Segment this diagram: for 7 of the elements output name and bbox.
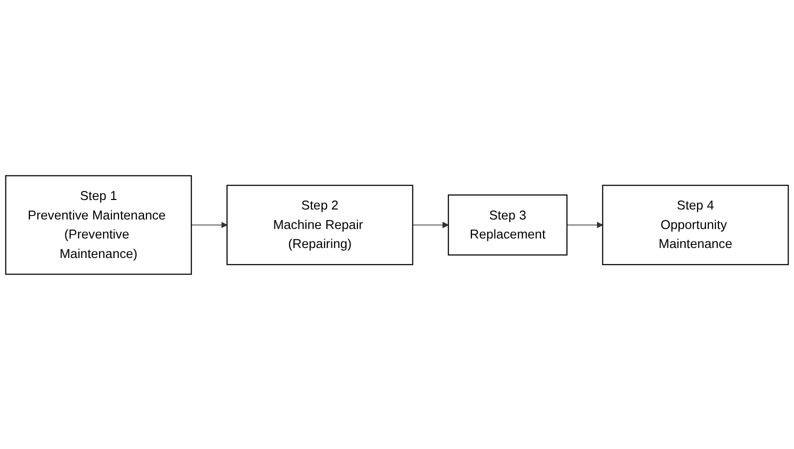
arrow xyxy=(566,221,603,228)
node-box: Step 3 Replacement xyxy=(448,194,568,256)
arrow xyxy=(412,221,449,228)
node-box: Step 4 Opportunity Maintenance xyxy=(602,184,789,265)
arrow xyxy=(191,221,228,228)
node-box: Step 1 Preventive Maintenance (Preventive Maintenance) xyxy=(5,174,192,274)
node-box: Step 2 Machine Repair (Repairing) xyxy=(226,184,414,265)
